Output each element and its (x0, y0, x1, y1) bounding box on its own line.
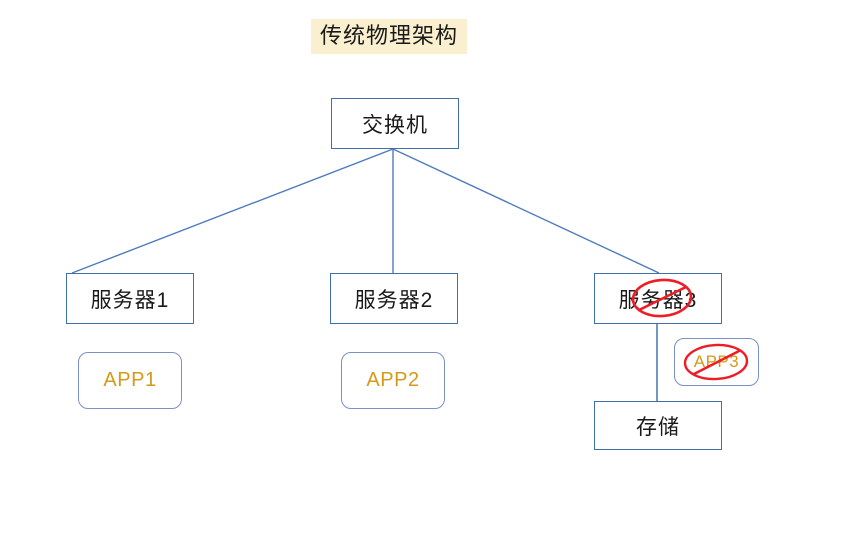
node-app2-label: APP2 (366, 369, 420, 391)
edge-switch-to-server3 (392, 148, 660, 274)
node-app2[interactable]: APP2 (341, 352, 445, 409)
node-app3[interactable]: APP3 (674, 338, 759, 386)
node-server1-label: 服务器1 (90, 288, 170, 312)
node-server2-label: 服务器2 (354, 288, 434, 312)
page-title: 传统物理架构 (311, 19, 468, 54)
node-server1[interactable]: 服务器1 (66, 273, 194, 324)
node-storage[interactable]: 存储 (594, 401, 722, 450)
node-server3[interactable]: 服务器3 (594, 273, 722, 324)
node-storage-label: 存储 (636, 415, 680, 439)
edge-switch-to-server1 (71, 148, 394, 274)
node-server3-label: 服务器3 (618, 288, 698, 312)
node-app1[interactable]: APP1 (78, 352, 182, 409)
node-switch[interactable]: 交换机 (331, 98, 459, 149)
node-app1-label: APP1 (103, 369, 157, 391)
node-server2[interactable]: 服务器2 (330, 273, 458, 324)
node-app3-label: APP3 (693, 352, 740, 371)
node-switch-label: 交换机 (362, 113, 428, 137)
